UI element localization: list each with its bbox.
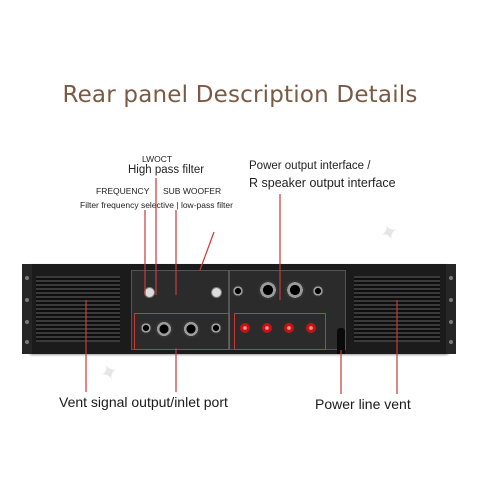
trs-jack-right (210, 322, 222, 334)
trs-jack-left (140, 322, 152, 334)
sub-woofer-knob[interactable] (211, 287, 222, 298)
label-power-output-line1: Power output interface / (249, 160, 371, 172)
callout-box-binding-posts (234, 313, 326, 350)
rack-screw (25, 276, 29, 280)
xlr-jack-right (182, 320, 200, 338)
rack-screw (449, 320, 453, 324)
speakon-output-right (285, 280, 305, 300)
label-vent-signal-port: Vent signal output/inlet port (59, 394, 228, 410)
speakon-output-left (258, 280, 278, 300)
label-lwoct: LWOCT (142, 154, 173, 164)
rack-ear-left (22, 264, 32, 354)
label-filter-frequency: Filter frequency selective | low-pass fi… (80, 200, 233, 210)
vent-grille-left (36, 276, 120, 342)
frequency-knob[interactable] (144, 287, 155, 298)
vent-grille-right (354, 276, 440, 342)
xlr-jack-left (155, 320, 173, 338)
signal-panel (131, 270, 229, 350)
page-title: Rear panel Description Details (62, 82, 418, 108)
rack-screw (449, 298, 453, 302)
label-frequency: FREQUENCY (96, 186, 150, 196)
speaker-output-jack (312, 285, 324, 297)
speaker-output-jack (232, 285, 244, 297)
label-sub-woofer: SUB WOOFER (163, 186, 222, 196)
binding-post (306, 323, 316, 333)
rack-ear-right (446, 264, 456, 354)
rack-screw (25, 340, 29, 344)
rack-screw (449, 276, 453, 280)
binding-post (262, 323, 272, 333)
rack-screw (449, 340, 453, 344)
callout-box-signal-io (134, 313, 230, 350)
label-power-output-line2: R speaker output interface (249, 176, 396, 190)
power-cord (337, 328, 345, 354)
binding-post (240, 323, 250, 333)
label-power-line-vent: Power line vent (315, 396, 411, 412)
label-high-pass-filter: High pass filter (128, 164, 205, 176)
rack-screw (25, 298, 29, 302)
binding-post (284, 323, 294, 333)
rack-screw (25, 320, 29, 324)
watermark-bottom-left: ✦ (96, 357, 122, 388)
watermark-top-right: ✦ (376, 217, 402, 248)
